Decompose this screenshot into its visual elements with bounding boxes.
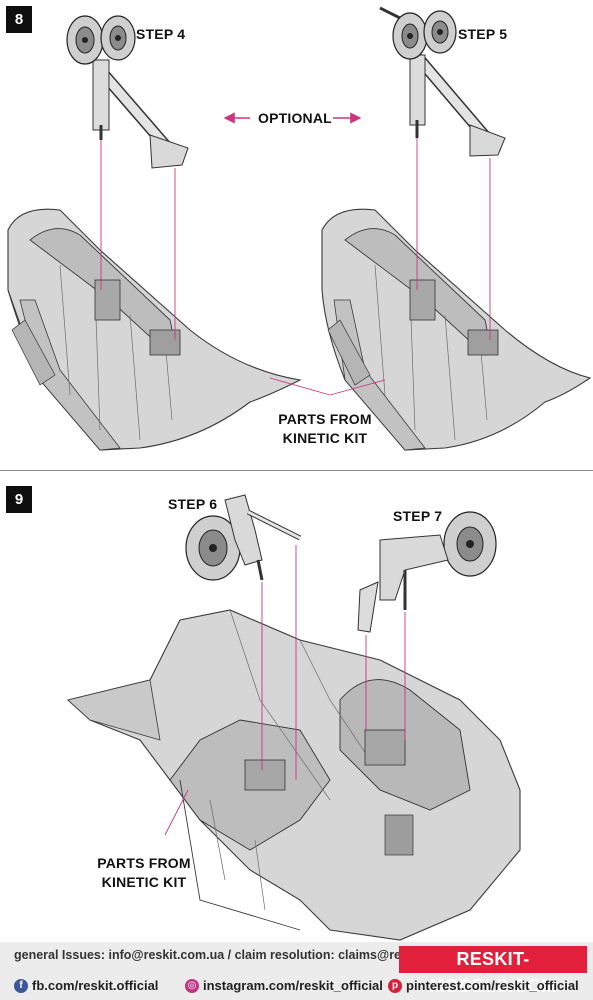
- step9-fuselage-center: [66, 609, 521, 941]
- step6-label: STEP 6: [168, 496, 218, 512]
- step5-nose-gear-leg: [379, 6, 506, 157]
- step4-nose-gear-leg: [66, 15, 189, 169]
- instagram-text: instagram.com/reskit_official: [203, 978, 383, 993]
- step7-label: STEP 7: [393, 508, 443, 524]
- step8-leader-lines: [100, 138, 491, 396]
- instagram-link[interactable]: ◎ instagram.com/reskit_official: [185, 978, 383, 993]
- optional-label: OPTIONAL: [258, 110, 332, 126]
- facebook-text: fb.com/reskit.official: [32, 978, 159, 993]
- pinterest-text: pinterest.com/reskit_official: [406, 978, 579, 993]
- instagram-icon: ◎: [185, 978, 199, 993]
- brand-banner[interactable]: RESKIT-MODELS.COM: [399, 946, 587, 996]
- step9-leader-lines: [164, 545, 406, 836]
- pinterest-link[interactable]: p pinterest.com/reskit_official: [388, 978, 579, 993]
- parts-from-kinetic-top-line1: PARTS FROM: [278, 411, 372, 427]
- step7-main-gear: [357, 511, 497, 633]
- section-divider: [0, 470, 593, 471]
- step4-label: STEP 4: [136, 26, 186, 42]
- step8-fuselage-right: [321, 208, 592, 451]
- facebook-icon: f: [14, 978, 28, 993]
- parts-from-kinetic-label-top: PARTS FROM KINETIC KIT: [265, 410, 385, 448]
- parts-from-kinetic-label-bottom: PARTS FROM KINETIC KIT: [84, 854, 204, 892]
- step-8-badge: 8: [6, 6, 32, 33]
- step6-main-gear: [185, 494, 302, 581]
- parts-from-kinetic-bottom-line1: PARTS FROM: [97, 855, 191, 871]
- parts-from-kinetic-top-line2: KINETIC KIT: [282, 430, 368, 446]
- footer-contact: general Issues: info@reskit.com.ua / cla…: [14, 948, 470, 962]
- step5-label: STEP 5: [458, 26, 508, 42]
- facebook-link[interactable]: f fb.com/reskit.official: [14, 978, 158, 993]
- step8-fuselage-left: [7, 208, 302, 451]
- pinterest-icon: p: [388, 978, 402, 993]
- parts-from-kinetic-bottom-line2: KINETIC KIT: [101, 874, 187, 890]
- step-9-badge: 9: [6, 486, 32, 513]
